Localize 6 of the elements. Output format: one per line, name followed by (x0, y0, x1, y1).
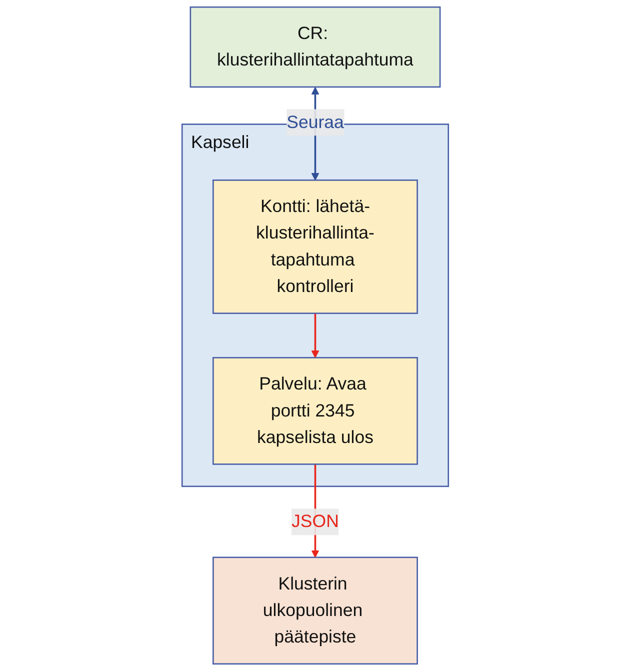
node-box: Kontti: lähetä-klusterihallinta-tapahtuma kontrolleri (212, 180, 418, 314)
node-box: Klusterin ulkopuolinen päätepiste (212, 556, 418, 665)
node-box: CR: klusterihallintatapahtuma (190, 6, 440, 88)
arrow (311, 313, 319, 358)
node-box: Palvelu: Avaa portti 2345 kapselista ulos (212, 357, 418, 465)
edge-label: JSON (291, 512, 339, 532)
